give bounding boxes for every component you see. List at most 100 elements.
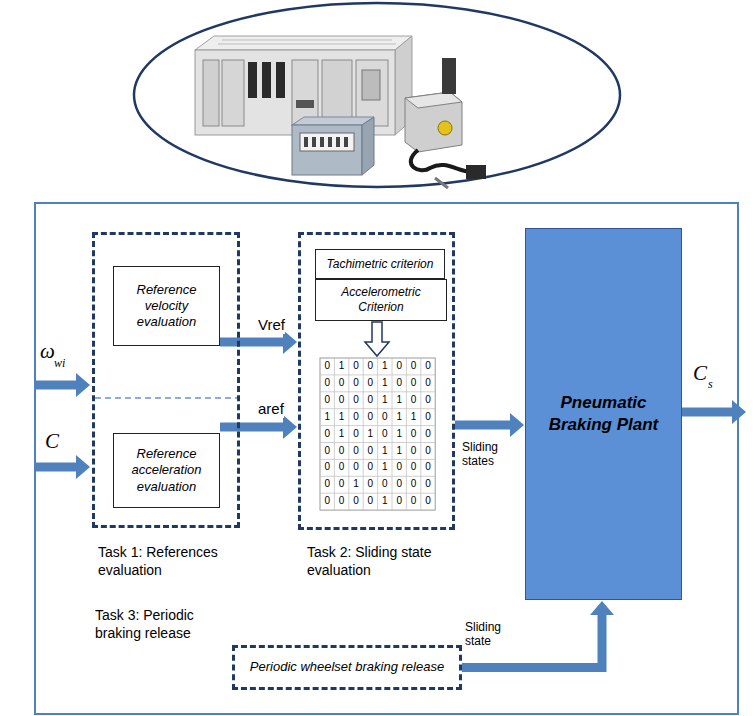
- equipment-photo-part: [322, 60, 352, 126]
- signal-name: C: [693, 362, 707, 385]
- table-cell: 0: [421, 459, 435, 476]
- equipment-photo-part-part: [222, 40, 392, 41]
- node-text: Reference acceleration evaluation: [120, 446, 213, 495]
- equipment-photo-part: [134, 3, 620, 187]
- input-arrow-part: [36, 463, 78, 472]
- table-cell: 1: [334, 358, 348, 375]
- equipment-photo-part: [356, 60, 388, 126]
- table-cell: 0: [392, 358, 406, 375]
- table-cell: 0: [320, 443, 334, 460]
- equipment-photo-part-part: [320, 137, 324, 147]
- table-cell: 0: [421, 493, 435, 510]
- equipment-photo-part-part: [344, 137, 348, 147]
- task-group: Task 2: Sliding state evaluationTachimet…: [298, 232, 455, 530]
- table-cell: 0: [349, 375, 363, 392]
- table-cell: 0: [320, 358, 334, 375]
- table-cell: 1: [392, 392, 406, 409]
- table-cell: 0: [334, 375, 348, 392]
- table-cell: 1: [334, 409, 348, 426]
- flow-arrow: [220, 338, 285, 347]
- table-cell: 1: [392, 409, 406, 426]
- table-cell: 0: [363, 409, 377, 426]
- table-cell: 0: [363, 493, 377, 510]
- table-cell: 0: [334, 459, 348, 476]
- state-matrix-grid-part: [406, 358, 407, 510]
- state-matrix-grid-part: [320, 425, 435, 426]
- table-cell: 0: [334, 476, 348, 493]
- equipment-photo-part: [248, 62, 257, 98]
- table-cell: 0: [406, 493, 420, 510]
- table-cell: 0: [334, 493, 348, 510]
- equipment-photo-part: [411, 150, 470, 172]
- table-cell: 0: [378, 409, 392, 426]
- equipment-photo-part: [222, 60, 244, 126]
- state-matrix-grid-part: [320, 476, 435, 477]
- table-cell: 0: [363, 392, 377, 409]
- task-group: Task 1: References evaluationReference v…: [92, 232, 240, 528]
- equipment-photo-part: [435, 178, 448, 188]
- table-cell: 0: [421, 358, 435, 375]
- table-cell: 0: [363, 375, 377, 392]
- hollow-arrow-part: [365, 322, 389, 356]
- equipment-photo-part: [300, 133, 354, 151]
- process-box: Reference velocity evaluation: [113, 266, 220, 346]
- state-matrix-grid-part: [348, 358, 349, 510]
- state-matrix-grid-part: [320, 442, 435, 443]
- criterion-box: Tachimetric criterion: [315, 249, 445, 279]
- table-cell: 0: [406, 426, 420, 443]
- input-arrow-part: [36, 381, 78, 390]
- table-cell: 1: [378, 493, 392, 510]
- table-cell: 0: [406, 443, 420, 460]
- table-cell: 0: [378, 476, 392, 493]
- equipment-photo-part: [195, 50, 395, 135]
- table-cell: 1: [320, 409, 334, 426]
- table-cell: 0: [406, 476, 420, 493]
- table-cell: 0: [406, 459, 420, 476]
- process-box: Reference acceleration evaluation: [113, 433, 220, 508]
- signal-name: ω: [40, 340, 55, 363]
- signal-subscript: wi: [54, 357, 65, 370]
- section-separator-part: [95, 397, 237, 399]
- task-heading: Task 1: References evaluation: [98, 543, 240, 579]
- table-cell: 1: [334, 426, 348, 443]
- edge-label: Sliding state: [465, 620, 523, 649]
- state-matrix-grid-part: [334, 358, 335, 510]
- equipment-photo-part: [362, 70, 380, 100]
- table-cell: 0: [334, 392, 348, 409]
- table-cell: 0: [421, 443, 435, 460]
- table-cell: 0: [421, 375, 435, 392]
- table-cell: 0: [421, 426, 435, 443]
- table-cell: 1: [392, 443, 406, 460]
- table-cell: 0: [392, 476, 406, 493]
- table-cell: 0: [320, 493, 334, 510]
- edge-label: Vref: [258, 316, 285, 334]
- node-text: Tachimetric criterion: [327, 257, 434, 272]
- table-cell: 1: [378, 443, 392, 460]
- table-cell: 0: [406, 358, 420, 375]
- task-heading: Task 3: Periodic braking release: [95, 606, 229, 642]
- state-matrix-grid-part: [363, 358, 364, 510]
- edge-label: Sliding states: [462, 440, 522, 469]
- plant-box: Pneumatic Braking Plant: [525, 228, 682, 600]
- table-cell: 0: [378, 426, 392, 443]
- equipment-photo-part: [218, 40, 396, 44]
- flow-arrow: [455, 421, 512, 430]
- table-cell: 0: [349, 392, 363, 409]
- equipment-photo-part: [296, 100, 314, 108]
- table-cell: 0: [349, 443, 363, 460]
- state-matrix-grid-part: [320, 408, 435, 409]
- system-frame: [35, 203, 738, 714]
- input-arrow: [36, 385, 78, 467]
- equipment-photo-part: [292, 125, 362, 175]
- table-cell: 0: [334, 443, 348, 460]
- table-cell: 0: [349, 409, 363, 426]
- equipment-photo-part: [203, 60, 219, 126]
- table-cell: 0: [421, 392, 435, 409]
- criterion-box: Accelerometric Criterion: [315, 279, 447, 321]
- table-cell: 0: [406, 375, 420, 392]
- table-cell: 0: [349, 426, 363, 443]
- equipment-photo-part: [292, 117, 374, 125]
- output-arrow: [682, 412, 734, 413]
